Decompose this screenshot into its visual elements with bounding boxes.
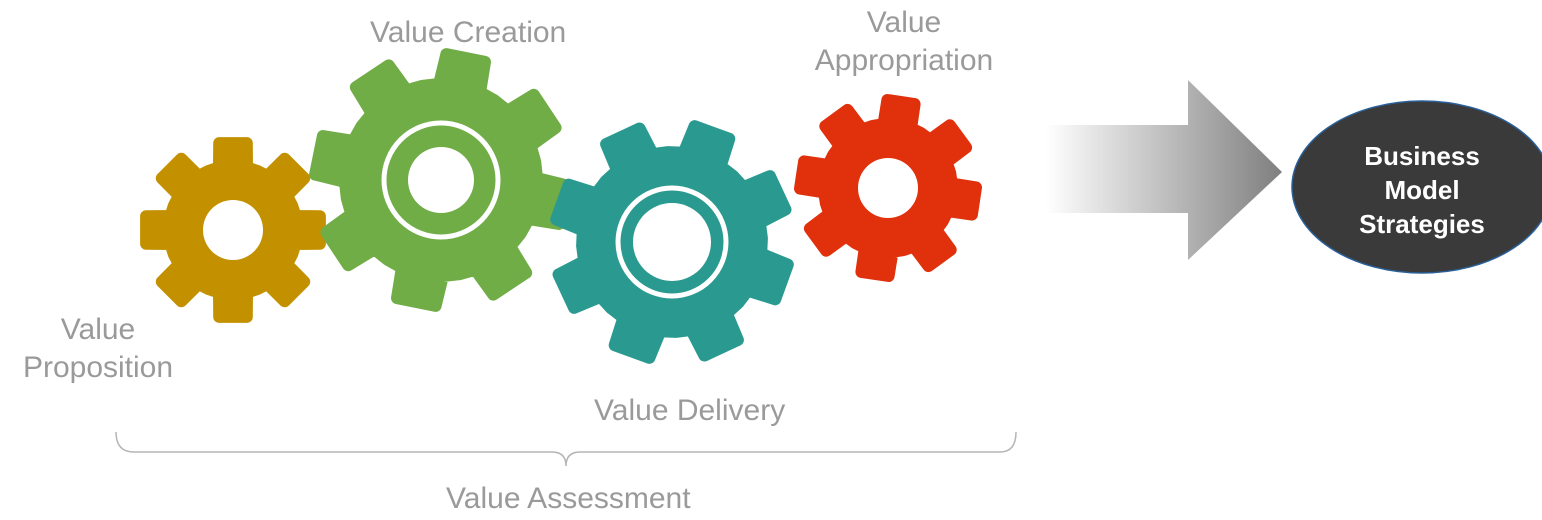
gear-value-delivery-hole bbox=[633, 203, 711, 281]
label-value-delivery: Value Delivery bbox=[594, 392, 785, 430]
outcome-label: Business Model Strategies bbox=[1342, 140, 1502, 241]
label-value-proposition-line-1: Value bbox=[60, 313, 136, 346]
label-value-creation-line-1: Value Creation bbox=[370, 16, 567, 49]
outcome-line-1: Business bbox=[1364, 141, 1480, 171]
outcome-line-2: Model bbox=[1384, 174, 1460, 205]
flow-arrow bbox=[1046, 80, 1282, 260]
value-assessment-bracket bbox=[115, 431, 1017, 467]
outcome-ellipse bbox=[1291, 100, 1542, 274]
outcome-line-3: Strategies bbox=[1359, 208, 1485, 239]
label-value-assessment: Value Assessment bbox=[446, 480, 691, 518]
gear-value-creation bbox=[309, 48, 573, 312]
gear-value-delivery bbox=[550, 120, 794, 364]
label-value-appropriation-line-1: Value bbox=[866, 6, 942, 39]
label-value-appropriation-line-2: Appropriation bbox=[814, 43, 994, 77]
gear-value-delivery-ring bbox=[615, 185, 729, 299]
gear-value-proposition bbox=[140, 137, 326, 323]
gear-value-creation-ring bbox=[381, 120, 501, 240]
gear-value-appropriation-hole bbox=[858, 158, 918, 218]
label-value-appropriation: Value Appropriation bbox=[806, 4, 1002, 79]
gear-value-proposition-hole bbox=[203, 200, 263, 260]
gear-value-creation-hole bbox=[408, 147, 474, 213]
label-value-proposition-line-2: Proposition bbox=[22, 350, 174, 384]
value-assessment-text: Value Assessment bbox=[446, 482, 691, 515]
gear-value-appropriation bbox=[794, 94, 982, 282]
label-value-delivery-line-1: Value Delivery bbox=[594, 394, 786, 427]
label-value-creation: Value Creation bbox=[370, 14, 566, 52]
label-value-proposition: Value Proposition bbox=[18, 311, 178, 386]
